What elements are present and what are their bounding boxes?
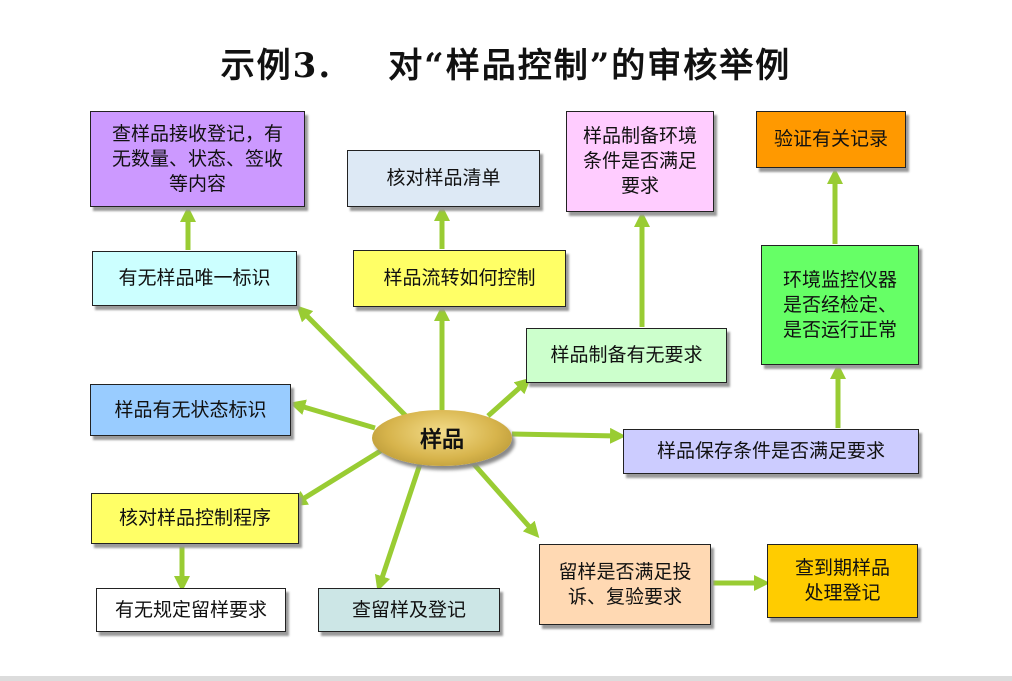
- arrow-hub-to-control-proc: [291, 447, 384, 507]
- box-retain-meet: 留样是否满足投诉、复验要求: [539, 544, 711, 625]
- arrow-hub-to-prep-req: [486, 377, 531, 418]
- title-prefix: 示例3.: [220, 46, 333, 86]
- box-check-list: 核对样品清单: [347, 150, 540, 207]
- box-retain-req: 有无规定留样要求: [96, 588, 286, 632]
- arrow-hub-to-retain-meet: [470, 460, 540, 538]
- page-title: 示例3. 对“样品控制”的审核举例: [0, 38, 1012, 88]
- box-env-monitor: 环境监控仪器是否经检定、是否运行正常: [761, 245, 919, 365]
- box-prep-req: 样品制备有无要求: [526, 328, 727, 383]
- arrow-hub-to-storage: [511, 427, 626, 444]
- title-main: 对“样品控制”的审核举例: [388, 46, 792, 86]
- box-control-proc: 核对样品控制程序: [91, 493, 299, 544]
- bottom-divider: [0, 676, 1012, 681]
- box-verify-records: 验证有关记录: [756, 111, 906, 168]
- box-check-receipt: 查样品接收登记，有无数量、状态、签收等内容: [90, 111, 305, 207]
- box-expired: 查到期样品处理登记: [767, 544, 918, 618]
- box-flow-control: 样品流转如何控制: [353, 250, 566, 307]
- hub-sample: 样品: [372, 410, 512, 466]
- box-status-label: 样品有无状态标识: [90, 384, 291, 436]
- arrow-hub-to-retain-reg: [374, 463, 423, 592]
- box-storage: 样品保存条件是否满足要求: [623, 429, 919, 474]
- arrow-hub-to-unique-id: [296, 305, 410, 420]
- box-unique-id: 有无样品唯一标识: [92, 251, 297, 306]
- arrow-hub-to-status-label: [289, 399, 376, 431]
- box-prep-env: 样品制备环境条件是否满足要求: [566, 111, 714, 212]
- box-retain-reg: 查留样及登记: [318, 588, 500, 632]
